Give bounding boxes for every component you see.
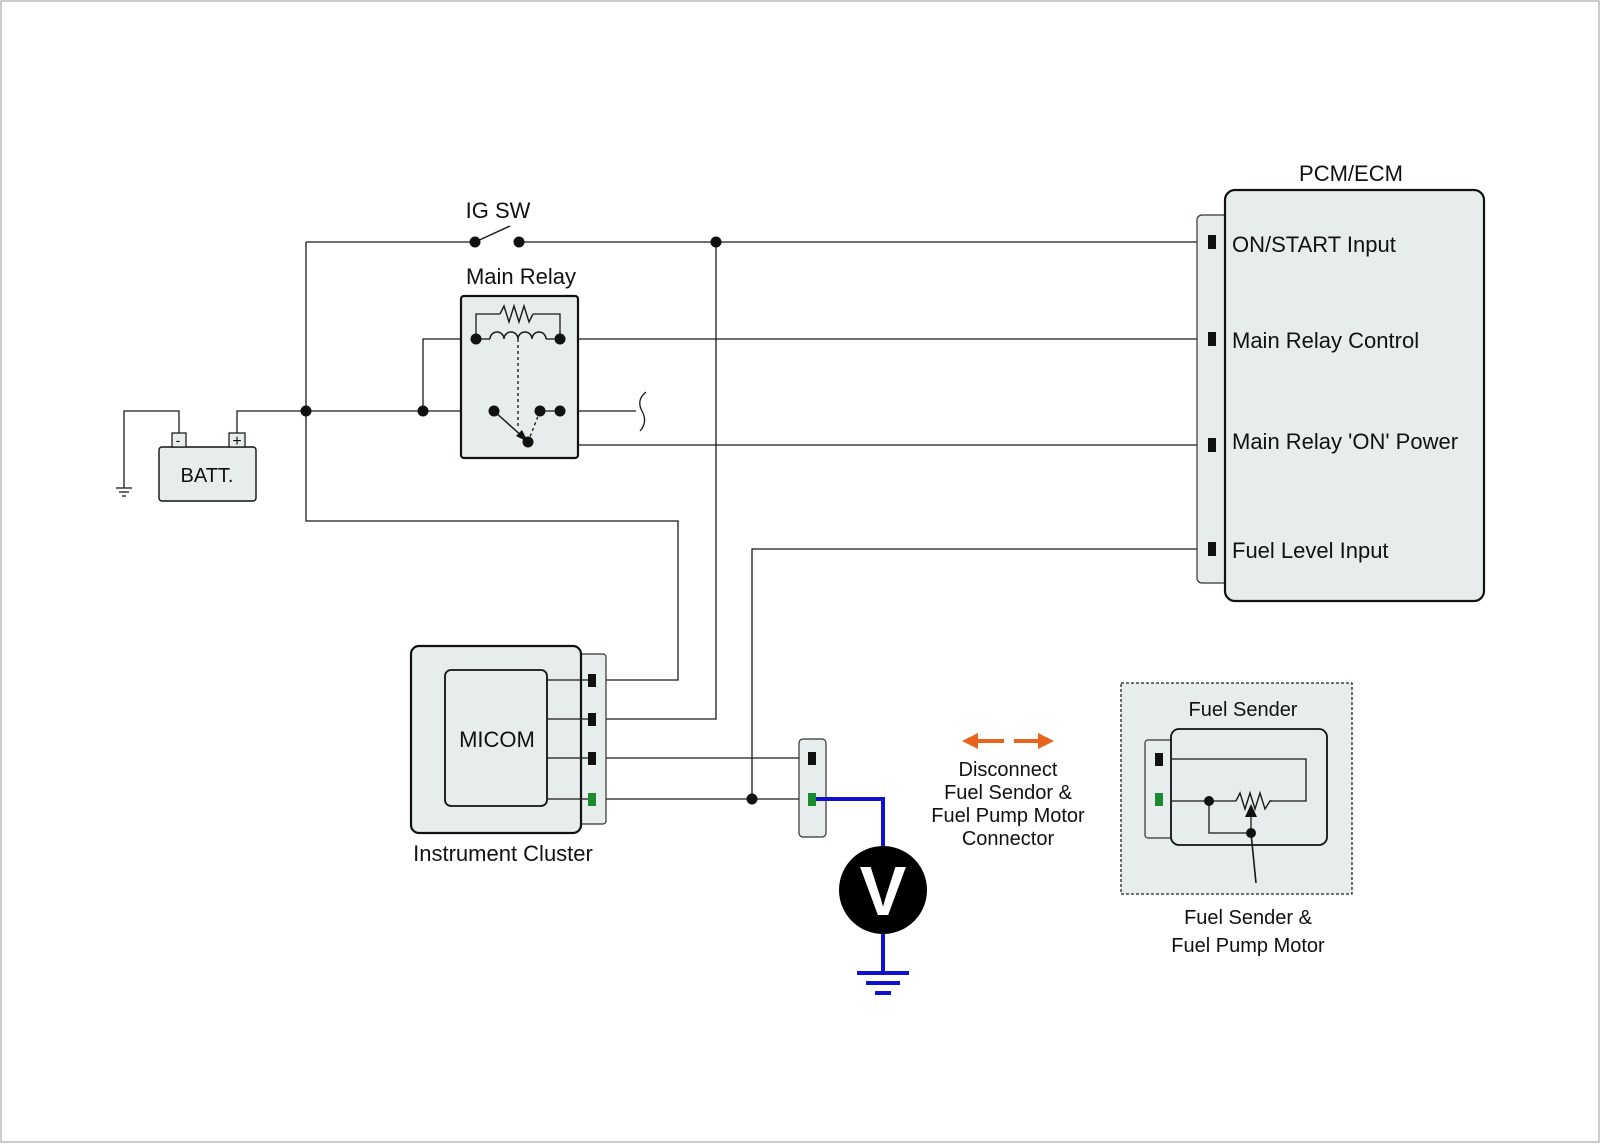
battery-minus-label: - xyxy=(176,432,181,448)
battery-label: BATT. xyxy=(181,465,234,487)
fuel-sender-label: Fuel Sender xyxy=(1189,699,1298,721)
voltmeter: V xyxy=(816,797,927,995)
fuel-sender-pump-line-1: Fuel Sender & xyxy=(1184,907,1313,929)
pcm-pin-fuel-level xyxy=(1208,542,1216,556)
fuel-sender-assembly: Fuel Sender Fuel Sender & Fuel Pump Moto… xyxy=(1120,682,1353,957)
micom-label: MICOM xyxy=(459,727,535,752)
harness-connector xyxy=(798,738,827,838)
main-relay-control-label: Main Relay Control xyxy=(1232,328,1419,353)
main-relay-label: Main Relay xyxy=(466,264,576,289)
disconnect-line-2: Fuel Sendor & xyxy=(944,782,1073,804)
sender-pin-1 xyxy=(1155,753,1163,766)
wires xyxy=(236,241,1208,800)
fuel-sender-box xyxy=(1170,728,1328,846)
fuse-icon xyxy=(639,391,647,432)
micom-box xyxy=(444,669,548,807)
pcm-pin-on-start xyxy=(1208,235,1216,249)
pcm-ecm: PCM/ECM ON/START Input Main Relay Contro… xyxy=(1196,161,1486,603)
pcm-ecm-label: PCM/ECM xyxy=(1299,161,1403,186)
battery-ground xyxy=(116,410,180,497)
instrument-cluster-label: Instrument Cluster xyxy=(413,841,593,866)
disconnect-arrows-icon xyxy=(962,733,1054,749)
battery: - + BATT. xyxy=(158,432,257,502)
voltmeter-circle xyxy=(839,846,927,934)
cluster-pin-3 xyxy=(588,752,596,765)
cluster-pin-1 xyxy=(588,674,596,687)
fuel-sender-pump-line-2: Fuel Pump Motor xyxy=(1171,935,1325,957)
sender-pin-fuel-signal xyxy=(1155,793,1163,806)
voltmeter-label: V xyxy=(860,852,907,930)
float-arm-icon xyxy=(1250,832,1257,884)
fuel-level-resistor-icon xyxy=(1235,790,1272,812)
cluster-pin-fuel-signal xyxy=(588,793,596,806)
harness-pin-1 xyxy=(808,752,816,765)
disconnect-line-4: Connector xyxy=(962,828,1055,850)
wiper-arrow-icon xyxy=(1245,804,1257,817)
instrument-cluster: MICOM Instrument Cluster xyxy=(409,644,607,866)
junctions xyxy=(300,236,758,805)
on-start-input-label: ON/START Input xyxy=(1232,232,1396,257)
meter-positive-lead xyxy=(816,797,885,848)
battery-plus-label: + xyxy=(232,433,241,450)
ignition-switch: IG SW xyxy=(466,198,531,248)
cluster-pin-2 xyxy=(588,713,596,726)
ig-sw-label: IG SW xyxy=(466,198,531,223)
disconnect-line-3: Fuel Pump Motor xyxy=(931,805,1085,827)
test-connector xyxy=(798,738,827,838)
disconnect-note: Disconnect Fuel Sendor & Fuel Pump Motor… xyxy=(931,733,1085,850)
pcm-pin-relay-control xyxy=(1208,332,1216,346)
battery-body xyxy=(158,446,257,502)
pcm-pin-relay-power xyxy=(1208,438,1216,452)
harness-pin-fuel-signal xyxy=(808,793,816,806)
fuel-level-input-label: Fuel Level Input xyxy=(1232,538,1389,563)
disconnect-line-1: Disconnect xyxy=(959,759,1058,781)
main-relay-on-power-label: Main Relay 'ON' Power xyxy=(1232,429,1458,454)
main-relay: Main Relay xyxy=(459,264,580,460)
pcm-ecm-box xyxy=(1223,188,1486,603)
